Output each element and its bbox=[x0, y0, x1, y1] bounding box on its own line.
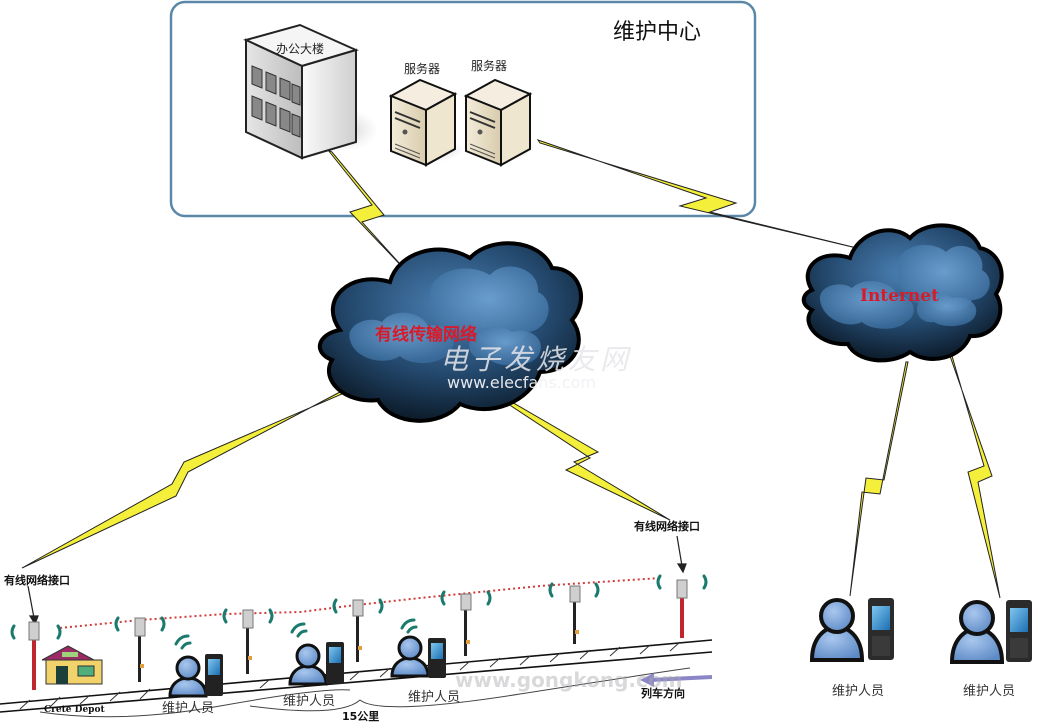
remote-worker-label-2: 维护人员 bbox=[963, 684, 1016, 699]
person-icon bbox=[390, 635, 430, 678]
sensor-poles bbox=[28, 579, 688, 690]
lightning-internet-to-worker-2 bbox=[949, 355, 1001, 599]
person-icon bbox=[949, 600, 1005, 664]
remote-workers bbox=[809, 598, 1032, 664]
depot-building-icon bbox=[41, 645, 103, 685]
watermark-gongkong-url: www.gongkong.com bbox=[455, 668, 683, 692]
person-icon bbox=[168, 655, 208, 698]
track-workers bbox=[168, 635, 446, 698]
server-icon-2 bbox=[463, 78, 533, 167]
handheld-device-icon bbox=[326, 642, 344, 684]
maintenance-center-title: 维护中心 bbox=[613, 20, 702, 45]
sensor-pole-1 bbox=[28, 621, 40, 690]
distance-label: 15公里 bbox=[342, 710, 380, 723]
server-label-2: 服务器 bbox=[471, 59, 508, 73]
lightning-wired-to-left-interface bbox=[21, 391, 343, 569]
person-icon bbox=[809, 598, 865, 662]
handheld-device-icon bbox=[1006, 600, 1032, 662]
office-building-label: 办公大楼 bbox=[276, 42, 325, 56]
sensor-pole-2 bbox=[134, 617, 146, 682]
interface-label-left: 有线网络接口 bbox=[4, 574, 70, 587]
office-building-icon bbox=[243, 23, 378, 160]
train-direction-arrow bbox=[640, 673, 713, 687]
server-label-1: 服务器 bbox=[404, 62, 441, 76]
track-worker-label-1: 维护人员 bbox=[162, 701, 215, 716]
interface-label-right: 有线网络接口 bbox=[634, 520, 700, 533]
watermark-elecfans-url: www.elecfans.com bbox=[447, 373, 596, 392]
sensor-pole-4 bbox=[352, 599, 364, 662]
sensor-pole-5 bbox=[460, 593, 472, 656]
lightning-wired-to-right-interface bbox=[495, 393, 671, 521]
wireless-link-dots bbox=[59, 577, 661, 629]
internet-cloud-icon bbox=[801, 223, 1004, 363]
handheld-device-icon bbox=[868, 598, 894, 660]
sensor-pole-3 bbox=[242, 609, 254, 674]
handheld-device-icon bbox=[205, 654, 223, 696]
wired-network-label: 有线传输网络 bbox=[375, 325, 477, 345]
train-direction-label: 列车方向 bbox=[641, 687, 685, 700]
lightning-building-to-wired bbox=[327, 149, 411, 276]
lightning-internet-to-worker-1 bbox=[849, 361, 909, 597]
wired-network-cloud-icon bbox=[317, 241, 583, 423]
internet-label: Internet bbox=[860, 286, 939, 306]
lightning-server-to-internet bbox=[536, 139, 866, 251]
lightning-links bbox=[21, 139, 1001, 599]
watermark-elecfans-cn: 电子发烧友网 bbox=[440, 343, 633, 376]
handheld-device-icon bbox=[428, 638, 446, 678]
remote-worker-label-1: 维护人员 bbox=[832, 684, 885, 699]
server-icon-1 bbox=[388, 78, 464, 167]
interface-arrows bbox=[27, 535, 687, 626]
track-worker-label-2: 维护人员 bbox=[283, 694, 336, 709]
person-icon bbox=[288, 643, 328, 686]
railway-track bbox=[0, 639, 713, 718]
sensor-pole-7 bbox=[676, 579, 688, 638]
depot-label: Crete Depot bbox=[44, 705, 105, 715]
track-worker-label-3: 维护人员 bbox=[408, 690, 461, 705]
sensor-pole-6 bbox=[569, 585, 581, 644]
signal-waves bbox=[10, 574, 708, 650]
